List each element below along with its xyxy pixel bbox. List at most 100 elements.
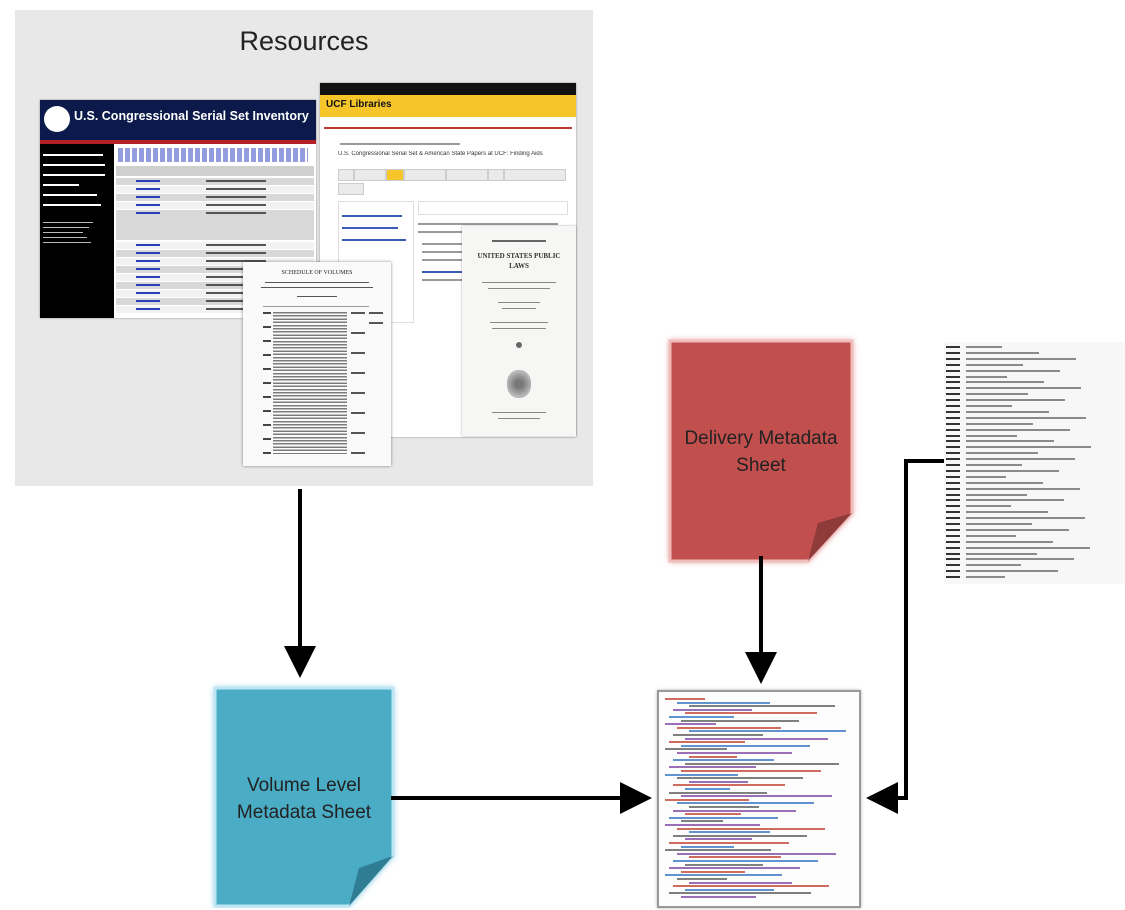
inventory-logo-icon: [44, 106, 70, 132]
xml-code-line: [689, 881, 792, 884]
xml-code-line: [673, 885, 829, 888]
marc-field-tag: [946, 375, 960, 378]
marc-field-tag: [946, 387, 960, 390]
marc-field-tag: [946, 469, 960, 472]
marc-field-value: [966, 528, 1069, 531]
xml-code-line: [685, 788, 730, 790]
xml-code-line: [673, 784, 785, 787]
marc-field-tag: [946, 517, 960, 520]
marc-field-value: [966, 387, 1081, 390]
marc-field-tag: [946, 493, 960, 496]
xml-code-line: [673, 734, 763, 736]
marc-field-value: [966, 564, 1021, 567]
marc-field-tag: [946, 534, 960, 537]
xml-code-line: [685, 888, 774, 891]
marc-field-value: [966, 552, 1037, 555]
marc-field-value: [966, 369, 1060, 372]
xml-code-line: [689, 856, 781, 859]
xml-code-line: [681, 845, 734, 848]
marc-field-value: [966, 346, 1002, 348]
xml-code-line: [677, 777, 803, 780]
marc-field-value: [966, 499, 1064, 502]
marc-field-value: [966, 540, 1053, 543]
marc-field-tag: [946, 546, 960, 549]
marc-field-value: [966, 381, 1044, 384]
xml-code-line: [689, 755, 737, 758]
xml-code-line: [689, 705, 835, 708]
marc-field-value: [966, 523, 1032, 525]
marc-field-tag: [946, 552, 960, 555]
seal-icon: [507, 370, 531, 398]
delivery-note-shape: [668, 339, 854, 563]
xml-code-line: [665, 849, 771, 852]
xml-code-line: [669, 791, 767, 794]
xml-code-line: [669, 867, 800, 870]
xml-code-line: [673, 708, 752, 711]
marc-field-tag: [946, 399, 960, 402]
marc-field-value: [966, 487, 1080, 490]
xml-code-line: [665, 748, 727, 751]
arrow-icon: [866, 459, 944, 814]
xml-code-line: [665, 723, 716, 726]
xml-code-line: [669, 842, 789, 844]
marc-field-tag: [946, 540, 960, 543]
volume-label-line-2: Metadata Sheet: [236, 802, 372, 823]
xml-code-line: [673, 860, 818, 862]
xml-code-line: [669, 766, 756, 769]
xml-code-line: [669, 716, 734, 718]
xml-code-line: [685, 737, 828, 740]
book-title-line-2: LAWS: [509, 262, 529, 270]
volume-level-metadata-sheet: Volume Level Metadata Sheet: [207, 680, 399, 910]
marc-field-tag: [946, 393, 960, 396]
marc-field-value: [966, 576, 1005, 579]
inventory-title: U.S. Congressional Serial Set Inventory: [74, 109, 309, 123]
inventory-header: U.S. Congressional Serial Set Inventory: [40, 100, 316, 144]
ucf-page-title: U.S. Congressional Serial Set & American…: [338, 151, 543, 157]
xml-code-line: [681, 870, 745, 873]
marc-field-tag: [946, 558, 960, 561]
marc-field-value: [966, 481, 1043, 484]
marc-record-panel: [944, 342, 1125, 584]
xml-code-line: [677, 726, 781, 729]
marc-field-value: [966, 410, 1049, 413]
xml-code-line: [689, 780, 748, 783]
marc-field-tag: [946, 434, 960, 437]
xml-code-line: [669, 816, 778, 819]
marc-field-value: [966, 570, 1058, 573]
marc-field-tag: [946, 475, 960, 478]
marc-field-value: [966, 534, 1016, 537]
delivery-label-line-2: Sheet: [736, 455, 786, 476]
marc-field-tag: [946, 487, 960, 490]
marc-field-value: [966, 399, 1065, 402]
marc-field-tag: [946, 458, 960, 461]
page-curl-icon: [808, 513, 852, 561]
marc-field-value: [966, 511, 1048, 514]
xml-code-line: [681, 770, 821, 772]
xml-code-line: [665, 874, 782, 877]
marc-field-tag: [946, 351, 960, 354]
xml-code-line: [665, 698, 705, 700]
xml-code-line: [669, 892, 811, 895]
marc-field-tag: [946, 464, 960, 466]
xml-code-line: [681, 795, 832, 798]
marc-field-tag: [946, 576, 960, 579]
xml-code-line: [673, 834, 807, 837]
xml-code-line: [669, 741, 745, 744]
xml-code-line: [685, 838, 752, 841]
marc-field-tag: [946, 410, 960, 413]
schedule-title: SCHEDULE OF VOLUMES: [281, 270, 353, 276]
marc-field-value: [966, 517, 1085, 520]
marc-field-tag: [946, 446, 960, 449]
marc-field-tag: [946, 505, 960, 508]
marc-field-value: [966, 422, 1033, 425]
ucf-banner: [320, 95, 576, 117]
xml-code-line: [689, 730, 846, 733]
volume-note-shape: [213, 686, 395, 908]
marc-field-tag: [946, 511, 960, 514]
marc-field-tag: [946, 570, 960, 573]
delivery-label-line-1: Delivery Metadata: [684, 428, 838, 449]
marc-field-tag: [946, 346, 960, 348]
xml-code-line: [677, 852, 836, 855]
serial-set-inventory-screenshot: U.S. Congressional Serial Set Inventory: [40, 100, 316, 318]
marc-field-value: [966, 458, 1075, 461]
